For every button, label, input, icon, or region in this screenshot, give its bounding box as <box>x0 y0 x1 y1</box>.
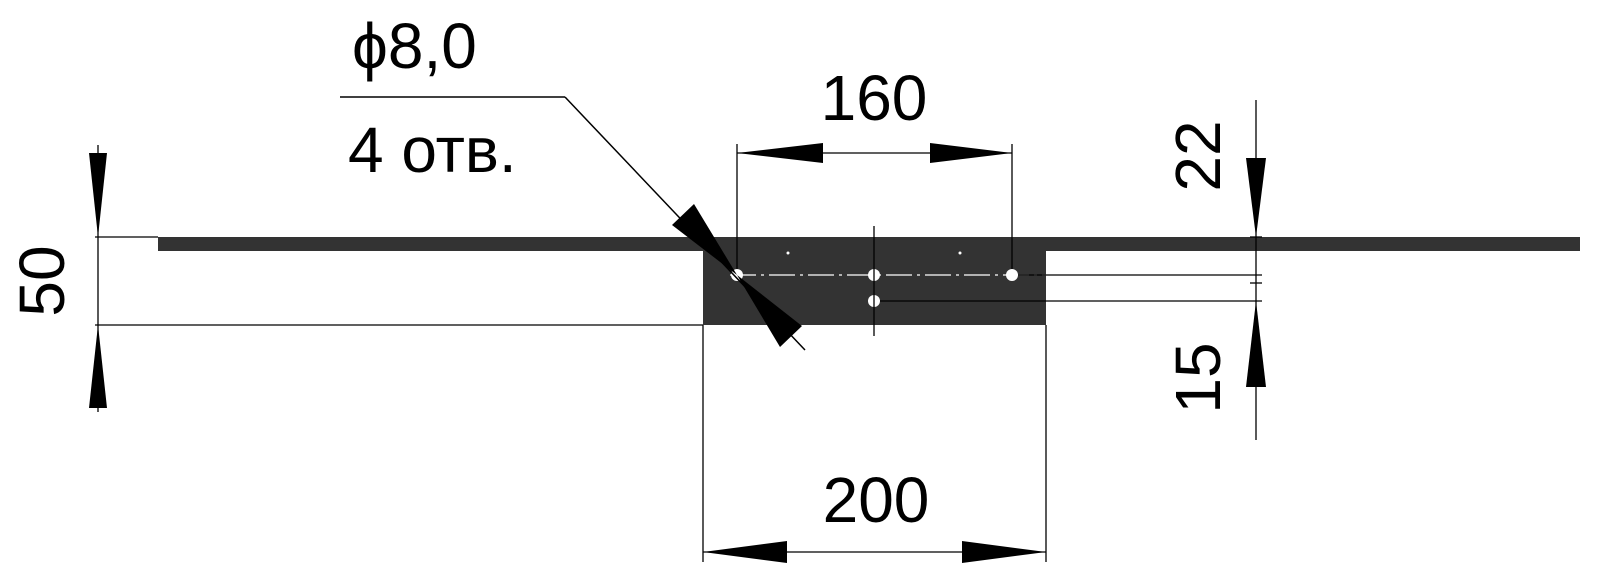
arrow-22 <box>1246 158 1266 237</box>
arrow-160-right <box>930 143 1012 163</box>
arrow-15 <box>1246 301 1266 387</box>
dim-label-50: 50 <box>6 245 78 316</box>
dim-label-200: 200 <box>823 464 930 536</box>
dim-label-15: 15 <box>1162 342 1234 413</box>
hole-3 <box>1006 269 1018 281</box>
thin-strip-right <box>1020 237 1580 251</box>
arrow-200-right <box>962 541 1046 563</box>
callout-arrow-lower <box>737 275 802 347</box>
arrow-50-top <box>89 153 107 237</box>
dim-label-160: 160 <box>821 62 928 134</box>
arrow-160-left <box>737 143 823 163</box>
center-mark-2 <box>958 251 962 255</box>
arrow-50-bottom <box>89 325 107 408</box>
callout-hole-count: 4 отв. <box>348 114 517 186</box>
dim-label-22: 22 <box>1162 120 1234 191</box>
callout-diameter: ϕ8,0 <box>352 10 477 82</box>
thin-strip-left <box>158 237 708 251</box>
arrow-200-left <box>703 541 787 563</box>
callout-arrow-upper <box>672 204 737 275</box>
center-mark-1 <box>786 251 790 255</box>
